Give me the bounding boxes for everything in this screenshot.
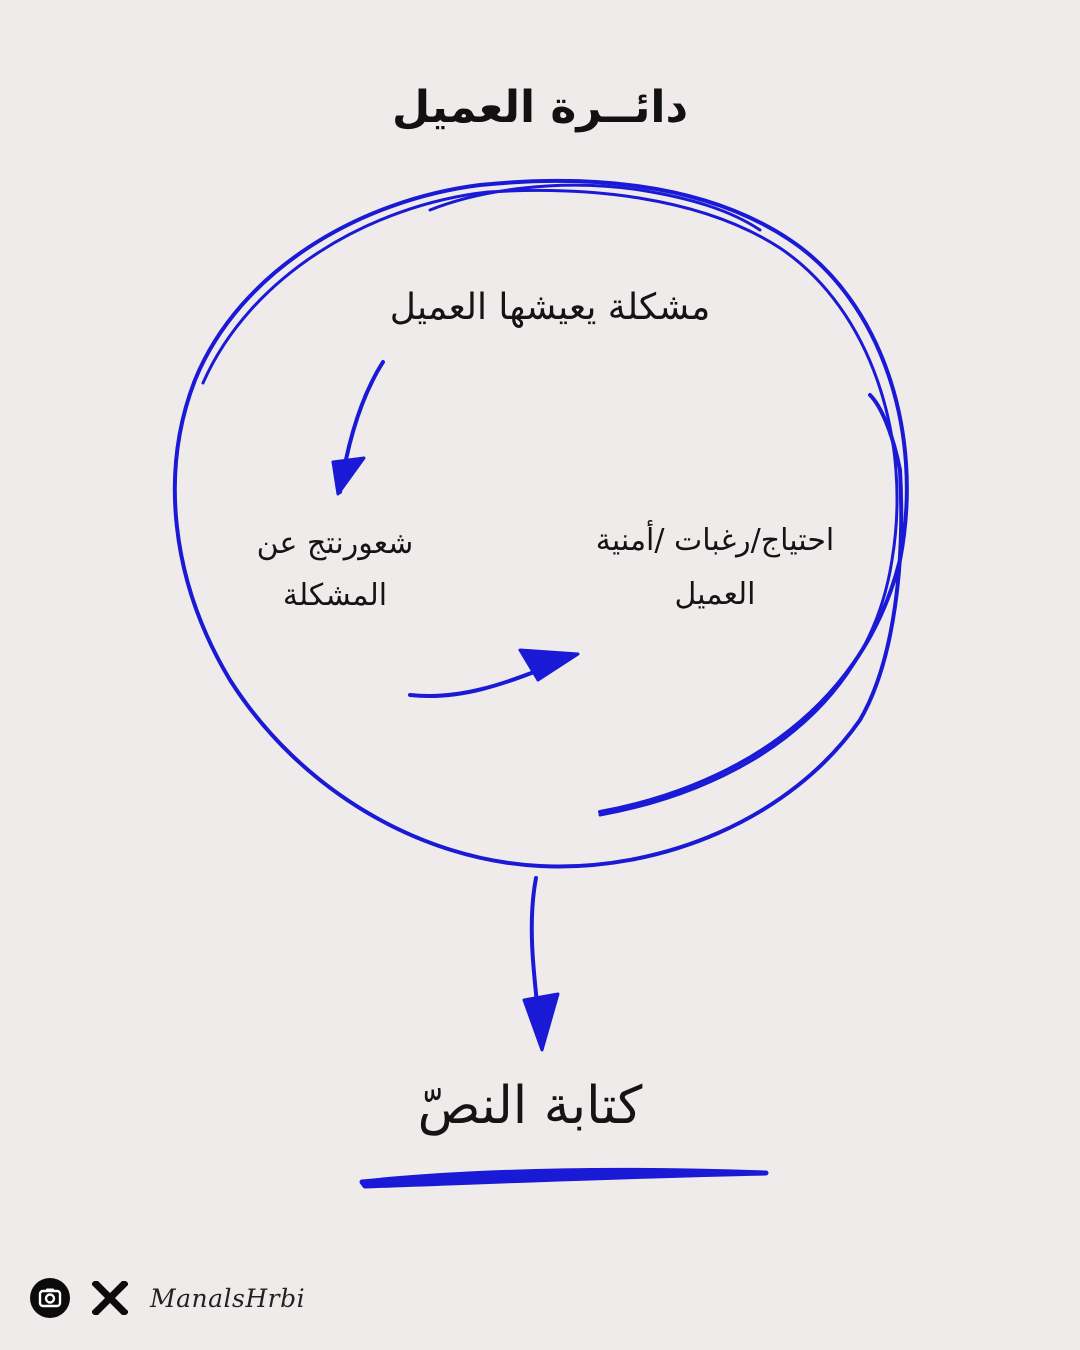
arrowhead-circle-to-writing [522,992,560,1052]
node-feeling-line1: شعورنتج عن [256,526,414,561]
arrowhead-problem-to-feeling [331,456,366,496]
instagram-icon[interactable] [30,1278,70,1318]
node-output: كتابة النصّ [330,1066,730,1146]
node-problem-text: مشكلة يعيشها العميل [389,287,711,328]
output-underline [359,1167,769,1189]
customer-circle-top-arc [428,183,762,232]
node-needs: احتياج/رغبات /أمنية العميل [560,514,870,622]
diagram-title: دائــرة العميل [391,82,689,133]
node-needs-line1: احتياج/رغبات /أمنية [595,523,835,558]
arrowhead-feeling-to-needs [518,648,580,682]
x-icon[interactable] [90,1278,130,1318]
customer-circle-overlap [201,188,899,817]
social-handle: ManalsHrbi [150,1283,306,1313]
node-needs-line2: العميل [674,577,756,612]
node-output-text: كتابة النصّ [417,1076,643,1136]
customer-circle [172,178,909,869]
node-problem: مشكلة يعيشها العميل [330,278,770,338]
node-feeling-line2: المشكلة [282,578,388,613]
node-feeling: شعورنتج عن المشكلة [220,518,450,622]
footer: ManalsHrbi [30,1276,305,1320]
